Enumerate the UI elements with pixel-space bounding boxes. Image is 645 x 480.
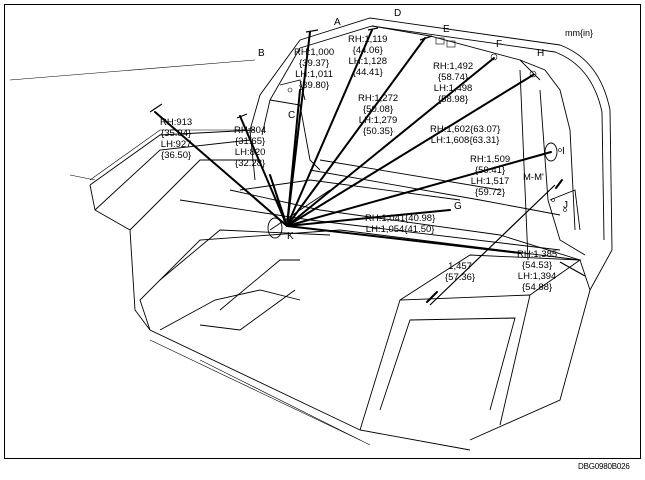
leader-a2 [286, 89, 301, 227]
dimension-label-rh1385: RH:1,385{54.53}LH:1,394{54.88} [517, 249, 558, 293]
point-label-b: B [258, 48, 265, 59]
side-panel [519, 69, 586, 261]
dimension-label-rh1602: RH:1,602{63.07}LH:1,608{63.31} [430, 124, 501, 146]
point-label-a: A [334, 17, 341, 28]
point-label-h: H [537, 48, 545, 59]
roof-outline [299, 17, 613, 251]
leader-c [269, 174, 288, 227]
point-label-i: I [562, 146, 565, 157]
dimension-label-rh913: RH:913{35.94}LH:927{36.50} [160, 117, 193, 161]
point-label-c: C [288, 110, 296, 121]
leader-f [286, 57, 495, 227]
leader-b [154, 111, 288, 227]
figure-frame [4, 4, 641, 459]
point-label-e: E [443, 24, 450, 35]
tick-mm-upper [555, 179, 563, 189]
unit-label: mm{in} [565, 28, 594, 38]
dimension-label-rh1119: RH:1,119{44.06}LH:1,128{44.41} [348, 34, 388, 78]
tick-d [367, 27, 379, 31]
dimension-label-mm: M-M' [523, 172, 544, 183]
leader-g [286, 209, 451, 227]
point-label-g: G [454, 201, 462, 212]
front-pillar [249, 39, 321, 181]
side-sill [149, 339, 371, 446]
tick-j [559, 261, 586, 277]
point-label-f: F [496, 39, 503, 50]
dimension-label-1457: 1,457{57.36} [445, 261, 476, 283]
dimension-leaders [149, 27, 586, 306]
dimension-label-rh1272: RH:1,272{50.08}LH:1,279{50.35} [358, 93, 399, 137]
leader-c-lower [239, 115, 288, 227]
point-label-k: K [287, 231, 294, 242]
point-label-d: D [394, 8, 402, 19]
leader-e [286, 37, 426, 227]
floor-panel [139, 189, 581, 331]
dimension-label-rh1492: RH:1,492{58.74}LH:1,498{58.98} [433, 61, 474, 105]
tick-mm-lower [426, 291, 438, 303]
dimension-label-rh804: RH:804{31.65}LH:820{32.28} [234, 125, 267, 169]
dimension-label-rh1000: RH:1,000{39.37}LH:1,011{39.80} [294, 47, 335, 91]
leader-mm [429, 184, 556, 306]
tick-b [149, 103, 163, 113]
tick-c [236, 113, 248, 119]
dimension-label-rh1509: RH:1,509{59.41}LH:1,517{59.72} [470, 154, 511, 198]
figure-code: DBG0980B026 [578, 462, 630, 471]
rear-floor [359, 249, 613, 441]
tick-e [419, 35, 433, 41]
leader-d [286, 29, 373, 227]
floor-tunnel [239, 159, 561, 239]
point-label-j: J [563, 200, 568, 211]
leader-i [286, 151, 552, 227]
dimension-label-rh1041: RH:1,041{40.98}LH:1,054{41.50} [365, 213, 436, 235]
tick-a [305, 29, 319, 33]
reference-holes [287, 37, 567, 212]
leader-h [286, 74, 534, 227]
hood-line [9, 59, 256, 181]
leader-j [286, 225, 521, 254]
